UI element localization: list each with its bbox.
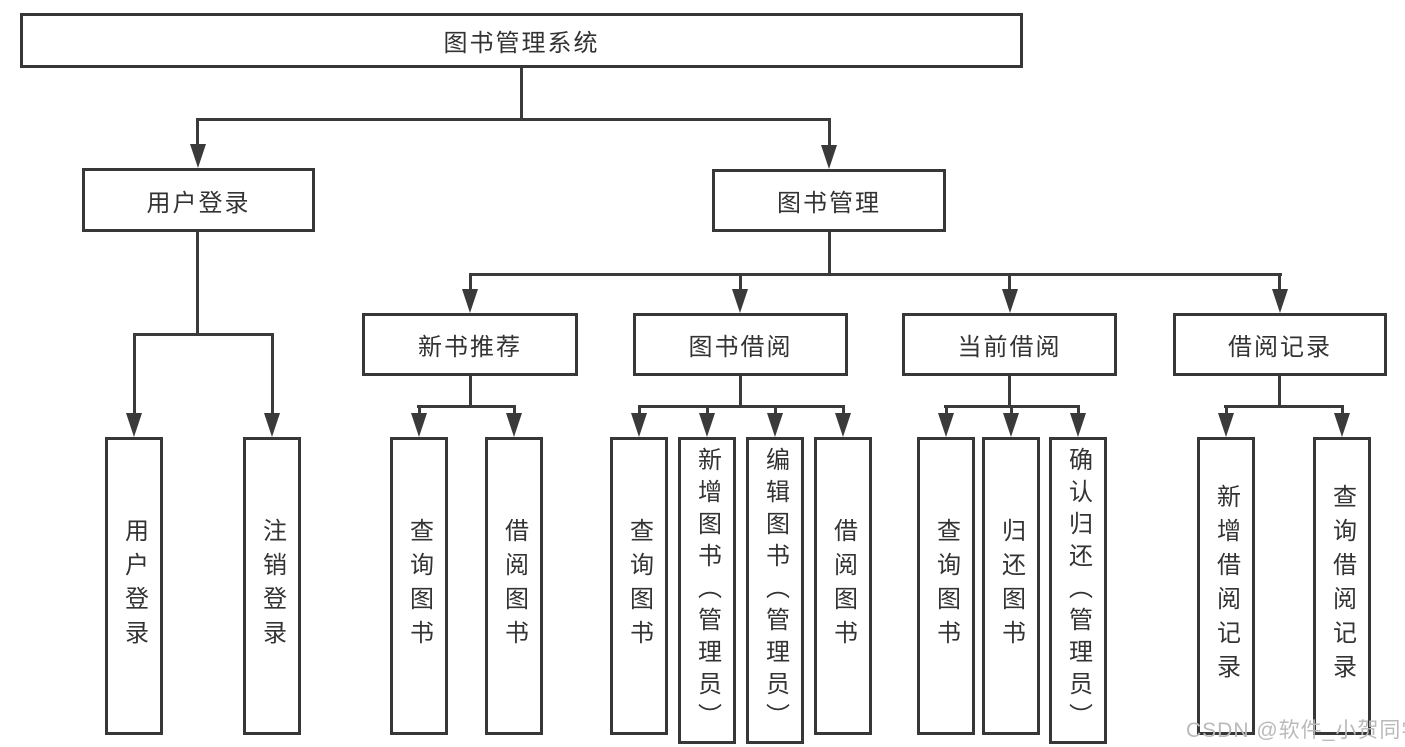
connector-line xyxy=(469,273,1282,276)
connector-line xyxy=(133,333,136,416)
arrowhead-down-icon xyxy=(821,145,837,169)
connector-line xyxy=(418,405,421,416)
connector-line xyxy=(945,405,948,416)
connector-line xyxy=(1008,273,1011,292)
node-new-book-recommend: 新书推荐 xyxy=(362,313,578,376)
connector-line xyxy=(469,273,472,292)
connector-line xyxy=(828,232,831,273)
connector-line xyxy=(520,67,523,118)
node-book-management: 图书管理 xyxy=(712,169,946,232)
leaf-confirm-return-admin: 确认归还（管理员） xyxy=(1049,437,1107,744)
arrowhead-down-icon xyxy=(938,413,954,437)
node-user-login: 用户登录 xyxy=(82,168,315,232)
leaf-query-books-borrowing: 查询图书 xyxy=(610,437,668,735)
leaf-query-borrow-record: 查询借阅记录 xyxy=(1313,437,1371,735)
arrowhead-down-icon xyxy=(411,413,427,437)
arrowhead-down-icon xyxy=(462,289,478,313)
leaf-borrow-books-recommend: 借阅图书 xyxy=(485,437,543,735)
leaf-user-login: 用户登录 xyxy=(105,437,163,735)
node-label: 借阅记录 xyxy=(1228,334,1332,361)
connector-line xyxy=(1278,273,1281,292)
node-current-borrowing: 当前借阅 xyxy=(902,313,1117,376)
connector-line xyxy=(271,333,274,416)
arrowhead-down-icon xyxy=(631,413,647,437)
leaf-add-borrow-record: 新增借阅记录 xyxy=(1197,437,1255,735)
connector-line xyxy=(828,118,831,146)
leaf-label: 归还图书 xyxy=(997,518,1025,654)
node-borrowing-records: 借阅记录 xyxy=(1173,313,1387,376)
node-label: 当前借阅 xyxy=(957,334,1062,361)
leaf-label: 查询图书 xyxy=(405,518,433,654)
connector-line xyxy=(417,405,516,408)
arrowhead-down-icon xyxy=(126,413,142,437)
arrowhead-down-icon xyxy=(1334,413,1350,437)
node-label: 图书管理 xyxy=(777,190,881,217)
leaf-add-book-admin: 新增图书（管理员） xyxy=(678,437,736,744)
arrowhead-down-icon xyxy=(835,413,851,437)
arrowhead-down-icon xyxy=(506,413,522,437)
connector-line xyxy=(739,375,742,405)
leaf-label: 借阅图书 xyxy=(829,518,857,654)
connector-line xyxy=(638,405,845,408)
node-root-system: 图书管理系统 xyxy=(20,13,1023,68)
leaf-query-books-current: 查询图书 xyxy=(917,437,975,735)
leaf-label: 借阅图书 xyxy=(500,518,528,654)
arrowhead-down-icon xyxy=(1070,413,1086,437)
arrowhead-down-icon xyxy=(190,144,206,168)
arrowhead-down-icon xyxy=(1003,413,1019,437)
leaf-label: 编辑图书（管理员） xyxy=(761,446,789,735)
leaf-label: 查询图书 xyxy=(932,518,960,654)
node-label: 用户登录 xyxy=(146,189,251,217)
node-label: 图书管理系统 xyxy=(443,30,600,57)
arrowhead-down-icon xyxy=(699,413,715,437)
connector-line xyxy=(513,405,516,416)
arrowhead-down-icon xyxy=(767,413,783,437)
leaf-query-books-recommend: 查询图书 xyxy=(390,437,448,735)
leaf-label: 注销登录 xyxy=(258,518,286,654)
connector-line xyxy=(842,405,845,416)
leaf-logout: 注销登录 xyxy=(243,437,301,735)
leaf-edit-book-admin: 编辑图书（管理员） xyxy=(746,437,804,744)
node-book-borrowing: 图书借阅 xyxy=(633,313,848,376)
connector-line xyxy=(1225,405,1228,416)
connector-line xyxy=(638,405,641,416)
connector-line xyxy=(197,118,830,121)
leaf-label: 新增图书（管理员） xyxy=(693,446,721,735)
connector-line xyxy=(1077,405,1080,416)
leaf-label: 新增借阅记录 xyxy=(1212,484,1240,688)
connector-line xyxy=(1008,375,1011,405)
connector-line xyxy=(196,231,199,333)
arrowhead-down-icon xyxy=(1002,289,1018,313)
connector-line xyxy=(1341,405,1344,416)
connector-line xyxy=(133,333,274,336)
connector-line xyxy=(196,118,199,146)
leaf-label: 查询借阅记录 xyxy=(1328,484,1356,688)
connector-line xyxy=(774,405,777,416)
arrowhead-down-icon xyxy=(264,413,280,437)
leaf-label: 确认归还（管理员） xyxy=(1064,446,1092,735)
connector-line xyxy=(1010,405,1013,416)
connector-line xyxy=(739,273,742,292)
connector-line xyxy=(469,375,472,405)
connector-line xyxy=(1224,405,1344,408)
csdn-watermark: CSDN @软件_小贺同学 xyxy=(1186,719,1405,742)
leaf-label: 用户登录 xyxy=(120,518,148,654)
arrowhead-down-icon xyxy=(1218,413,1234,437)
leaf-label: 查询图书 xyxy=(625,518,653,654)
arrowhead-down-icon xyxy=(1272,289,1288,313)
leaf-return-book: 归还图书 xyxy=(982,437,1040,735)
connector-line xyxy=(1278,375,1281,405)
arrowhead-down-icon xyxy=(732,289,748,313)
leaf-borrow-books: 借阅图书 xyxy=(814,437,872,735)
node-label: 图书借阅 xyxy=(688,334,793,361)
node-label: 新书推荐 xyxy=(418,334,522,361)
connector-line xyxy=(706,405,709,416)
